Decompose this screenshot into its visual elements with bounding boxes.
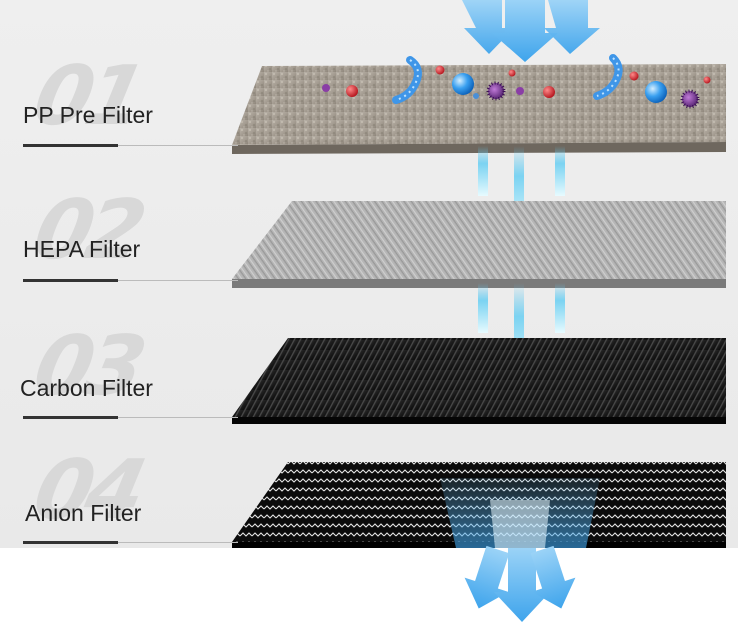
virus-icon: [452, 73, 700, 109]
leader-line: [118, 280, 238, 281]
layer-row-1: 01 PP Pre Filter: [0, 49, 260, 166]
label-underline: [23, 541, 118, 544]
layer-label: Anion Filter: [25, 500, 142, 526]
layer-label: PP Pre Filter: [23, 102, 153, 128]
bacteria-icon: [392, 54, 623, 104]
layer-row-3: 03 Carbon Filter: [0, 319, 260, 436]
hepa-filter-layer: [232, 201, 726, 288]
germ-icon: [322, 84, 524, 99]
carbon-filter-layer: [232, 338, 726, 424]
label-underline: [23, 279, 118, 282]
layer-label: Carbon Filter: [20, 375, 153, 401]
layer-row-4: 04 Anion Filter: [0, 443, 260, 560]
dust-particle-icon: [346, 65, 711, 98]
outgoing-airflow-arrows: [440, 478, 600, 622]
leader-line: [118, 145, 238, 146]
leader-line: [118, 417, 238, 418]
incoming-airflow-arrows: [462, 0, 600, 62]
label-underline: [23, 416, 118, 419]
layer-label: HEPA Filter: [23, 236, 141, 262]
label-underline: [23, 144, 118, 147]
pp-pre-filter-layer: [232, 54, 726, 154]
leader-line: [118, 542, 238, 543]
layer-row-2: 02 HEPA Filter: [0, 183, 260, 300]
